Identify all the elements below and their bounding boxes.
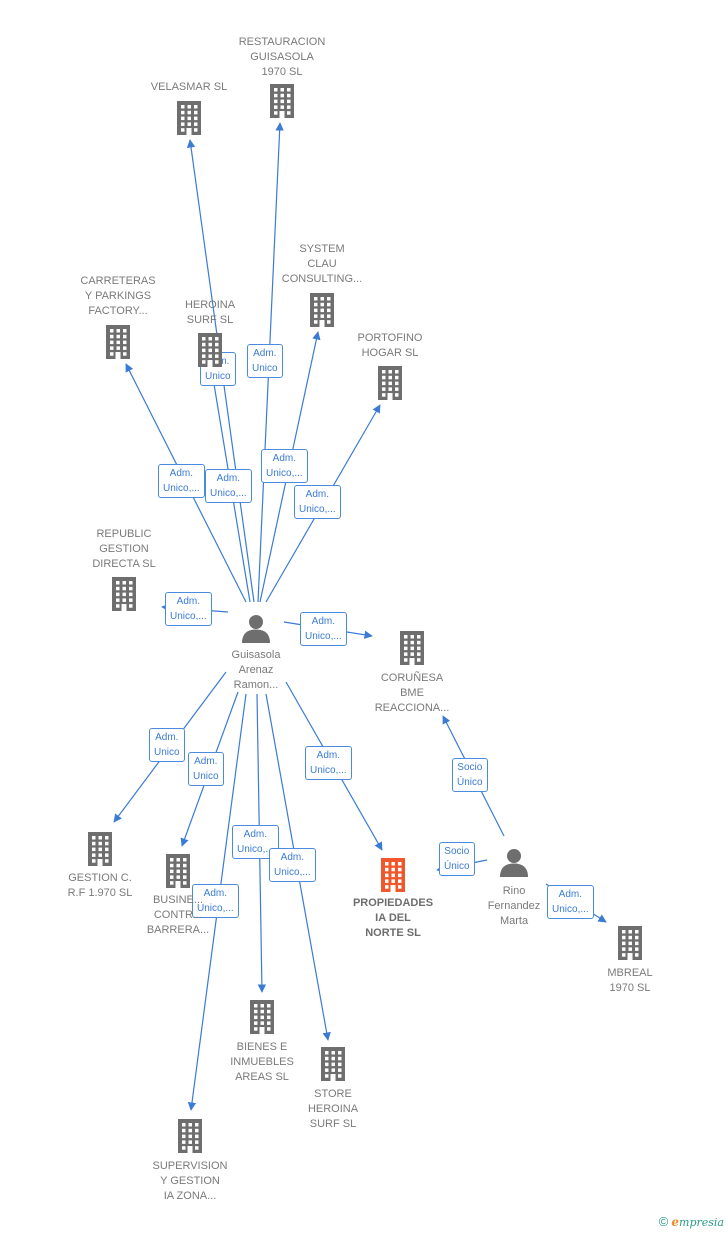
building-icon — [250, 1000, 274, 1034]
building-icon — [112, 577, 136, 611]
brand-initial: e — [671, 1215, 680, 1229]
gestion-building-icon[interactable] — [86, 832, 114, 871]
system-building-icon[interactable] — [308, 293, 336, 332]
copyright-symbol: © — [658, 1214, 669, 1229]
guisasola-label[interactable]: Guisasola Arenaz Ramon... — [231, 649, 281, 691]
edge-label-guisasola-business[interactable]: Adm. Unico — [188, 752, 224, 786]
person-icon — [500, 849, 528, 877]
brand-name: mpresia — [679, 1216, 724, 1229]
building-icon — [310, 293, 334, 327]
gestion-label[interactable]: GESTION C. R.F 1.970 SL — [67, 872, 133, 899]
building-icon — [177, 101, 201, 135]
edge-label-guisasola-carreteras[interactable]: Adm. Unico,... — [158, 464, 205, 498]
building-icon — [88, 832, 112, 866]
propiedades-label[interactable]: PROPIEDADES IA DEL NORTE SL — [352, 897, 434, 939]
mbreal-label[interactable]: MBREAL 1970 SL — [607, 967, 653, 994]
rino-person-icon[interactable] — [499, 847, 529, 882]
edge-label-guisasola-portofino[interactable]: Adm. Unico,... — [294, 485, 341, 519]
edge-label-guisasola-propiedades[interactable]: Adm. Unico,... — [305, 746, 352, 780]
mbreal-building-icon[interactable] — [616, 926, 644, 965]
edge-label-rino-corunesa[interactable]: Socio Único — [452, 758, 488, 792]
edge-label-guisasola-republic[interactable]: Adm. Unico,... — [165, 592, 212, 626]
edge-label-guisasola-store[interactable]: Adm. Unico,... — [269, 848, 316, 882]
propiedades-building-icon[interactable] — [379, 858, 407, 897]
edge-label-guisasola-heroina[interactable]: Adm. Unico,... — [205, 469, 252, 503]
velasmar-building-icon[interactable] — [175, 101, 203, 140]
restauracion-label[interactable]: RESTAURACION GUISASOLA 1970 SL — [238, 36, 326, 78]
heroina-building-icon[interactable] — [196, 333, 224, 372]
building-icon — [270, 84, 294, 118]
business-building-icon[interactable] — [164, 854, 192, 893]
corunesa-building-icon[interactable] — [398, 631, 426, 670]
edge-label-guisasola-restauracion[interactable]: Adm. Unico — [247, 344, 283, 378]
guisasola-person-icon[interactable] — [241, 613, 271, 648]
building-icon — [178, 1119, 202, 1153]
building-icon — [106, 325, 130, 359]
edge-label-rino-mbreal[interactable]: Adm. Unico,... — [547, 885, 594, 919]
building-icon — [618, 926, 642, 960]
carreteras-label[interactable]: CARRETERAS Y PARKINGS FACTORY... — [80, 275, 156, 317]
building-icon — [198, 333, 222, 367]
building-icon — [321, 1047, 345, 1081]
supervision-label[interactable]: SUPERVISION Y GESTION IA ZONA... — [152, 1160, 228, 1202]
footer-brand: ©empresia — [659, 1214, 724, 1229]
building-icon — [166, 854, 190, 888]
republic-building-icon[interactable] — [110, 577, 138, 616]
building-icon — [381, 858, 405, 892]
edge-label-rino-propiedades[interactable]: Socio Único — [439, 842, 475, 876]
building-icon — [400, 631, 424, 665]
edge-label-guisasola-system[interactable]: Adm. Unico,... — [261, 449, 308, 483]
edge-label-guisasola-corunesa[interactable]: Adm. Unico,... — [300, 612, 347, 646]
corunesa-label[interactable]: CORUÑESA BME REACCIONA... — [374, 672, 450, 714]
heroina-label[interactable]: HEROINA SURF SL — [184, 299, 236, 326]
restauracion-building-icon[interactable] — [268, 84, 296, 123]
carreteras-building-icon[interactable] — [104, 325, 132, 364]
republic-label[interactable]: REPUBLIC GESTION DIRECTA SL — [92, 528, 156, 570]
bienes-building-icon[interactable] — [248, 1000, 276, 1039]
velasmar-label[interactable]: VELASMAR SL — [150, 81, 228, 93]
store-building-icon[interactable] — [319, 1047, 347, 1086]
bienes-label[interactable]: BIENES E INMUEBLES AREAS SL — [230, 1041, 294, 1083]
edge-label-guisasola-gestion[interactable]: Adm. Unico — [149, 728, 185, 762]
store-label[interactable]: STORE HEROINA SURF SL — [307, 1088, 359, 1130]
supervision-building-icon[interactable] — [176, 1119, 204, 1158]
edge-label-guisasola-supervision[interactable]: Adm. Unico,... — [192, 884, 239, 918]
portofino-label[interactable]: PORTOFINO HOGAR SL — [357, 332, 423, 359]
person-icon — [242, 615, 270, 643]
building-icon — [378, 366, 402, 400]
system-label[interactable]: SYSTEM CLAU CONSULTING... — [281, 243, 363, 285]
business-label[interactable]: BUSINE... CONTR... BARRERA... — [146, 894, 210, 936]
portofino-building-icon[interactable] — [376, 366, 404, 405]
rino-label[interactable]: Rino Fernandez Marta — [487, 885, 541, 927]
